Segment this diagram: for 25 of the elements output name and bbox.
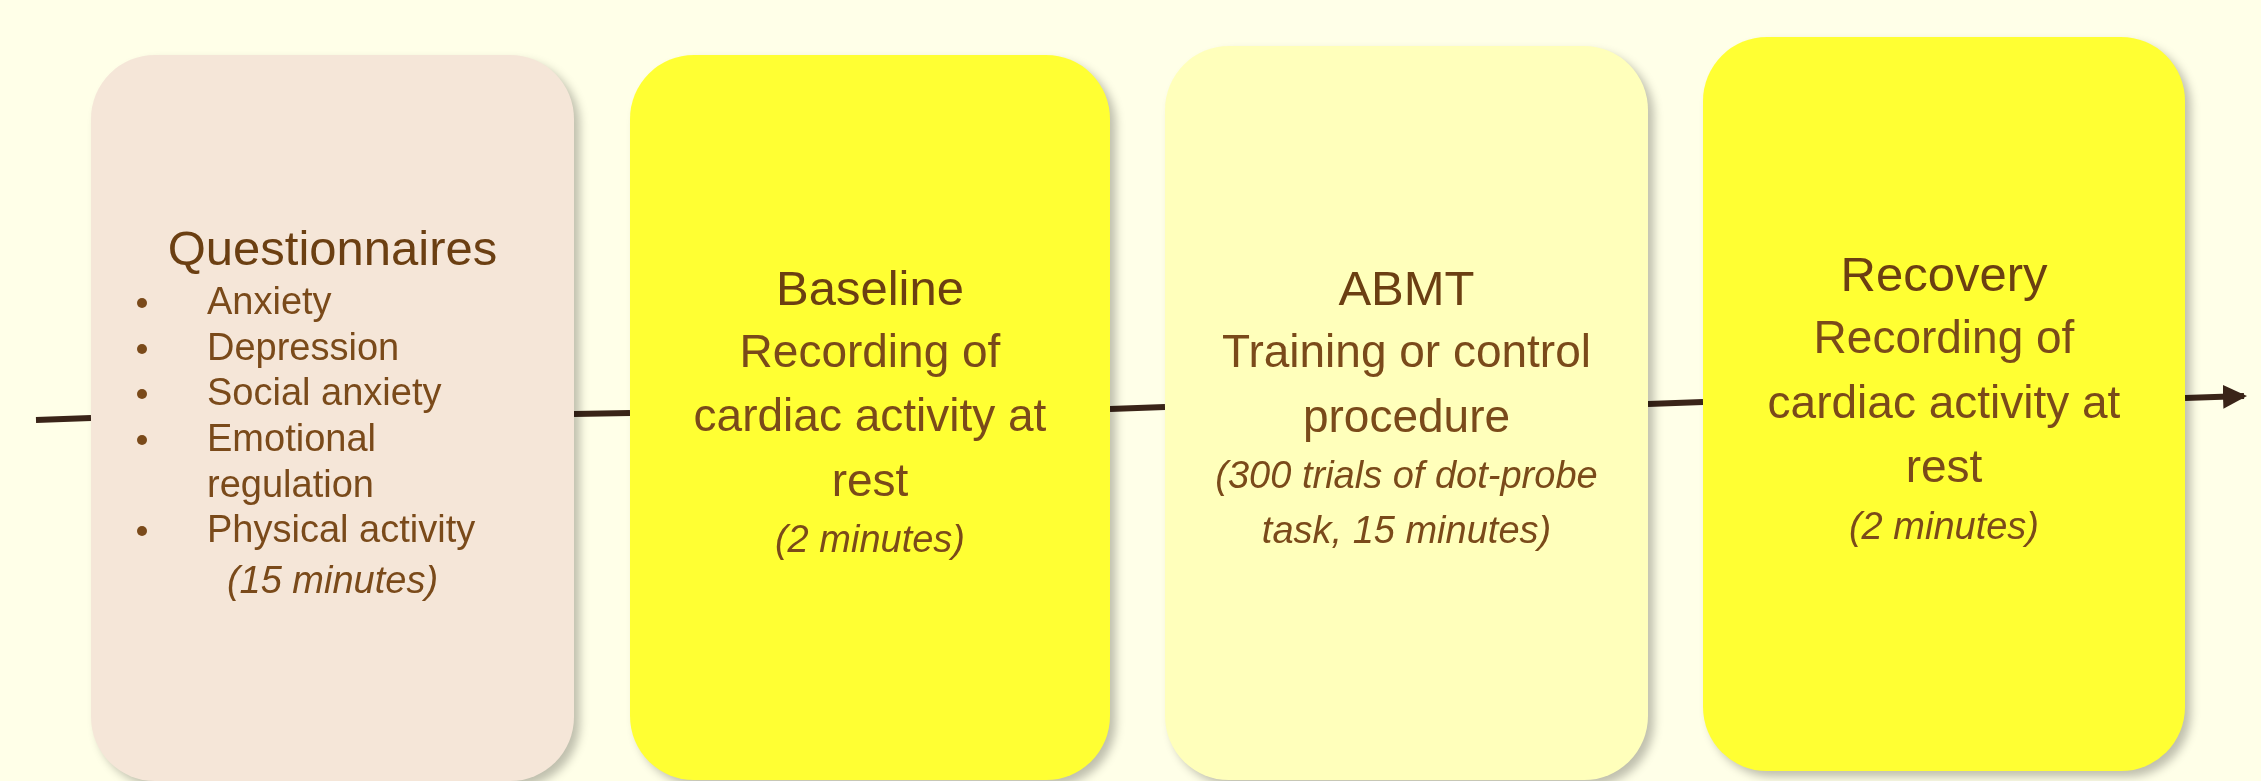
bullet-text: Depression	[207, 324, 401, 370]
connector-line	[1647, 399, 1704, 407]
process-box	[91, 55, 574, 781]
bullet-text: Emotional regulation	[207, 416, 377, 507]
step-description: Recording of cardiac activity at rest	[1766, 310, 2122, 495]
duration-note: (300 trials of dot-probe task, 15 minutes)	[1214, 452, 1599, 553]
connector-line	[573, 410, 631, 417]
process-box	[1165, 46, 1648, 780]
bullet-text: Social anxiety	[207, 370, 443, 416]
process-box	[630, 55, 1110, 780]
duration-note: (2 minutes)	[1847, 503, 2041, 549]
connector-line	[2184, 384, 2247, 409]
connector-line	[1109, 404, 1166, 412]
step-heading: Recovery	[1840, 246, 2048, 304]
step-description: Recording of cardiac activity at rest	[692, 324, 1048, 508]
step-heading: Questionnaires	[167, 220, 498, 278]
step-description: Training or control procedure	[1221, 324, 1592, 444]
duration-note: (2 minutes)	[773, 517, 967, 563]
process-box	[1703, 37, 2185, 771]
step-heading: ABMT	[1338, 259, 1475, 317]
step-heading: Baseline	[776, 259, 964, 317]
duration-note: (15 minutes)	[225, 557, 440, 603]
connector-line	[35, 415, 92, 423]
bullet-text: Physical activity	[207, 507, 477, 553]
bullet-text: Anxiety	[207, 279, 333, 325]
